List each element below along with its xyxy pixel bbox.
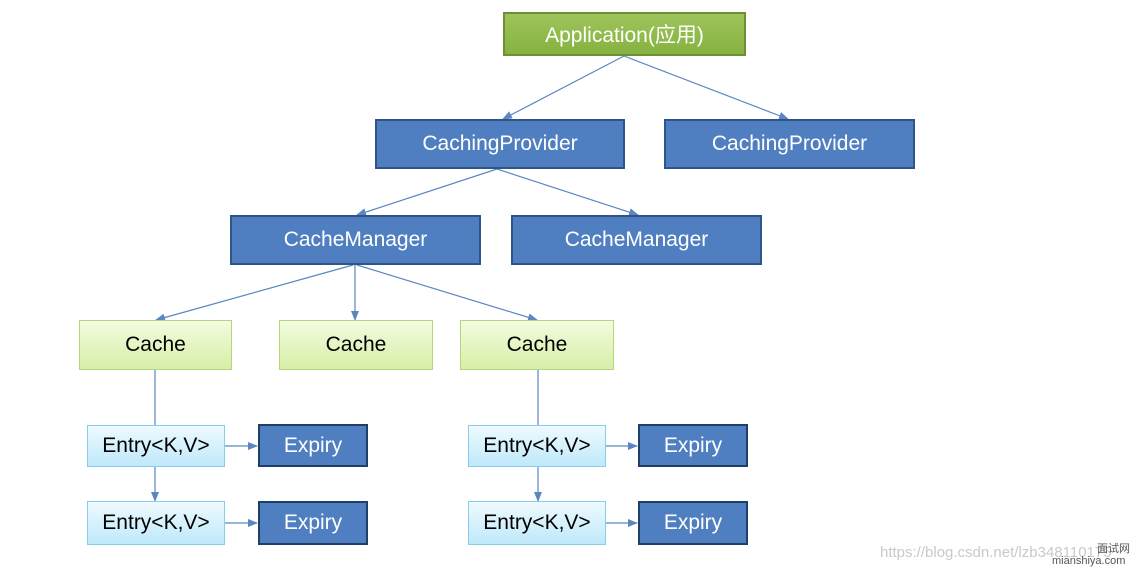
cache-node-2: Cache — [279, 320, 433, 370]
arrow-provider-to-manager-2 — [496, 168, 639, 217]
application-node: Application(应用) — [503, 12, 746, 56]
watermark-brand: 面试网 — [1097, 543, 1130, 555]
arrow-provider-to-manager-1 — [356, 168, 498, 216]
cache-manager-label: CacheManager — [283, 228, 428, 251]
expiry-node-4: Expiry — [638, 501, 748, 545]
entry-label: Entry<K,V> — [483, 511, 591, 534]
cache-manager-label: CacheManager — [564, 228, 709, 251]
entry-node-4: Entry<K,V> — [468, 501, 606, 545]
watermark-domain: mianshiya.com — [1052, 555, 1126, 567]
arrow-app-to-provider-2 — [623, 55, 789, 120]
expiry-label: Expiry — [283, 433, 343, 457]
cache-label: Cache — [125, 333, 186, 356]
caching-provider-label: CachingProvider — [422, 132, 578, 155]
arrow-app-to-provider-1 — [502, 55, 625, 120]
expiry-label: Expiry — [663, 511, 723, 534]
caching-provider-node-1: CachingProvider — [375, 119, 625, 169]
caching-provider-label: CachingProvider — [711, 132, 868, 155]
caching-provider-node-2: CachingProvider — [664, 119, 915, 169]
expiry-label: Expiry — [283, 511, 343, 534]
entry-label: Entry<K,V> — [483, 434, 591, 457]
expiry-label: Expiry — [663, 433, 723, 457]
cache-label: Cache — [506, 333, 568, 356]
entry-node-2: Entry<K,V> — [87, 501, 225, 545]
cache-node-1: Cache — [79, 320, 232, 370]
entry-label: Entry<K,V> — [102, 511, 210, 534]
cache-manager-node-2: CacheManager — [511, 215, 762, 265]
expiry-node-1: Expiry — [258, 424, 368, 467]
expiry-node-3: Expiry — [638, 424, 748, 467]
entry-label: Entry<K,V> — [102, 434, 210, 457]
cache-label: Cache — [325, 333, 387, 356]
watermark-url: https://blog.csdn.net/lzb348110175 — [880, 544, 1112, 561]
arrow-manager-to-cache-1 — [155, 264, 354, 322]
entry-node-1: Entry<K,V> — [87, 425, 225, 467]
application-label: Application(应用) — [545, 24, 704, 47]
entry-node-3: Entry<K,V> — [468, 425, 606, 467]
arrow-manager-to-cache-3 — [356, 264, 538, 322]
cache-manager-node-1: CacheManager — [230, 215, 481, 265]
expiry-node-2: Expiry — [258, 501, 368, 545]
cache-node-3: Cache — [460, 320, 614, 370]
